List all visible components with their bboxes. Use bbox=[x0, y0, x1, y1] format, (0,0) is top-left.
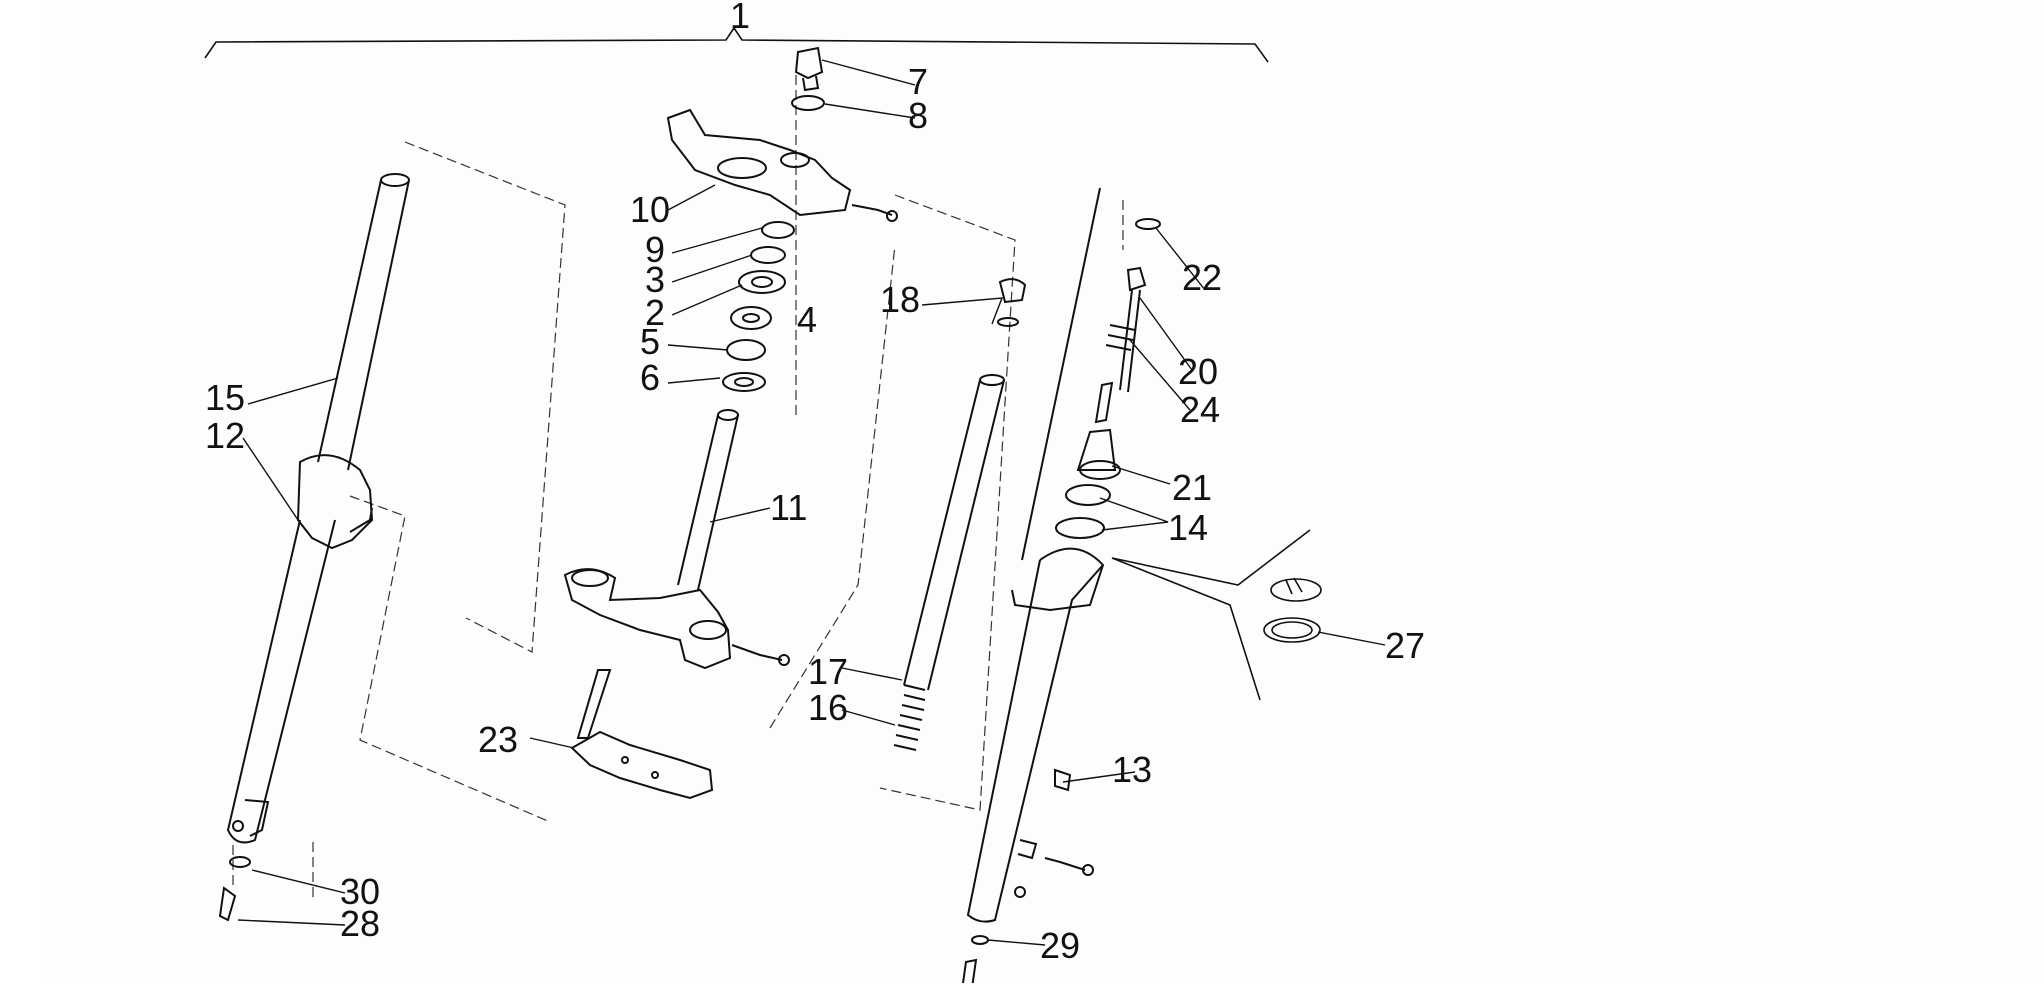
callout-30: 30 bbox=[340, 871, 380, 912]
callout-15: 15 bbox=[205, 377, 245, 418]
callout-29: 29 bbox=[1040, 925, 1080, 966]
right-internals bbox=[1055, 218, 1161, 539]
callout-16: 16 bbox=[808, 687, 848, 728]
callout-6: 6 bbox=[640, 357, 660, 398]
callout-labels: 1 7 8 10 9 3 2 4 5 6 11 15 12 18 17 16 1… bbox=[205, 0, 1425, 966]
callout-14: 14 bbox=[1168, 507, 1208, 548]
callout-22: 22 bbox=[1182, 257, 1222, 298]
leader-lines bbox=[237, 59, 1386, 946]
assembly-guides bbox=[232, 75, 1124, 900]
callout-9: 9 bbox=[645, 229, 665, 270]
callout-11: 11 bbox=[770, 487, 807, 528]
callout-13: 13 bbox=[1112, 749, 1152, 790]
callout-1: 1 bbox=[730, 0, 750, 36]
callout-27: 27 bbox=[1385, 625, 1425, 666]
callout-24: 24 bbox=[1180, 389, 1220, 430]
callout-5: 5 bbox=[640, 321, 660, 362]
callout-12: 12 bbox=[205, 415, 245, 456]
callout-8: 8 bbox=[908, 95, 928, 136]
callout-10: 10 bbox=[630, 189, 670, 230]
callout-7: 7 bbox=[908, 61, 928, 102]
assembly-bracket bbox=[204, 26, 1269, 63]
bearing-stack bbox=[722, 221, 795, 392]
callout-23: 23 bbox=[478, 719, 518, 760]
upper-triple-clamp bbox=[666, 46, 898, 222]
callout-2: 2 bbox=[645, 292, 665, 333]
callout-17: 17 bbox=[808, 651, 848, 692]
bridge-plate bbox=[570, 669, 714, 800]
callout-18: 18 bbox=[880, 279, 920, 320]
detail-wedge bbox=[1111, 529, 1322, 701]
steering-stem bbox=[563, 409, 790, 670]
callout-3: 3 bbox=[645, 259, 665, 300]
callout-28: 28 bbox=[340, 903, 380, 944]
callout-21: 21 bbox=[1172, 467, 1212, 508]
damper-rod bbox=[893, 278, 1027, 751]
left-fork-leg bbox=[218, 173, 410, 922]
callout-20: 20 bbox=[1178, 351, 1218, 392]
callout-4: 4 bbox=[797, 299, 817, 340]
paper-background bbox=[40, 0, 2044, 983]
